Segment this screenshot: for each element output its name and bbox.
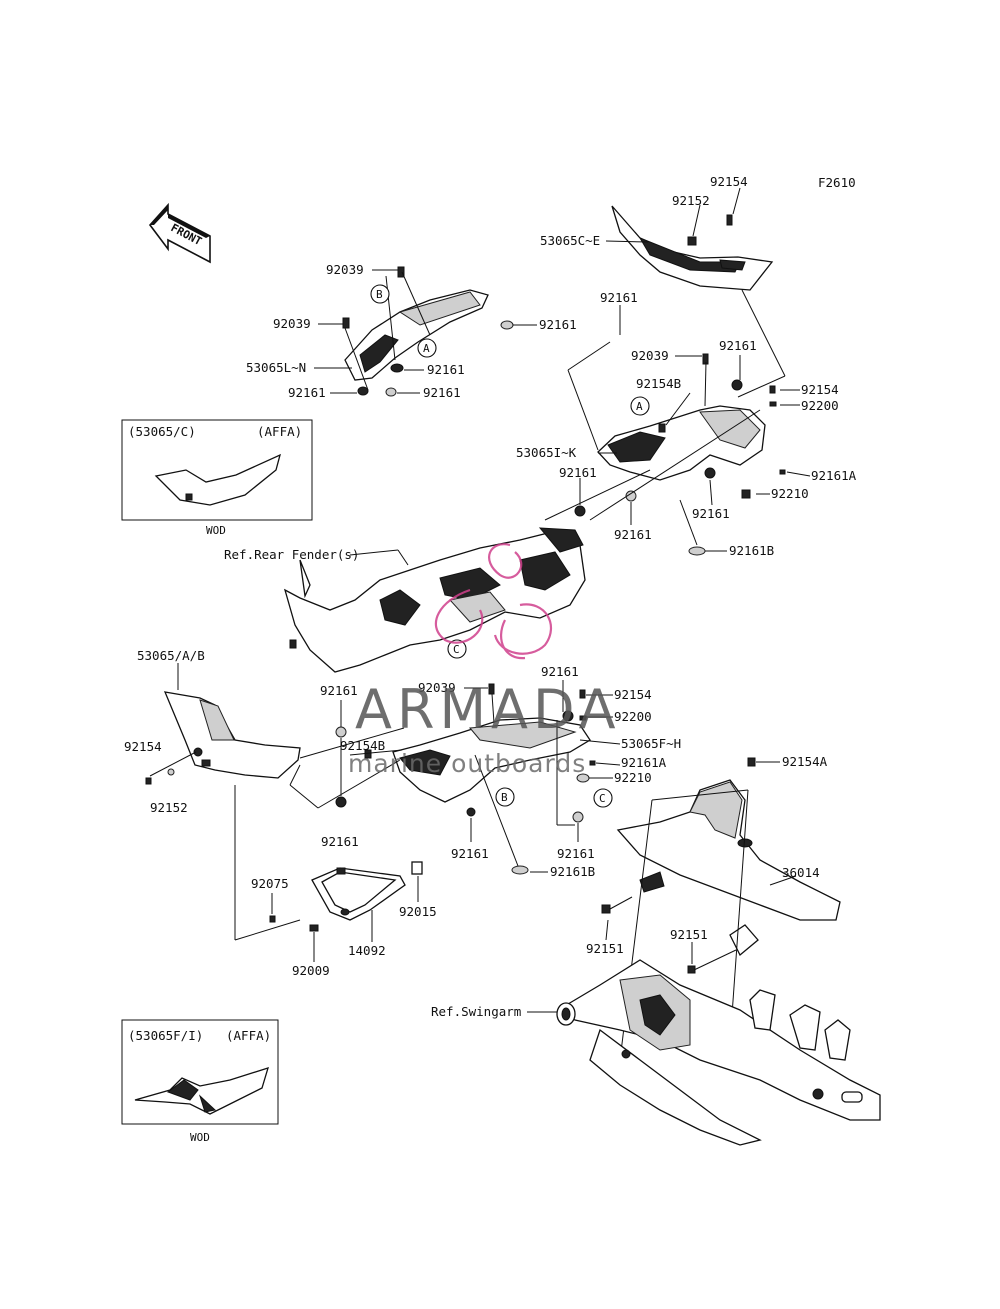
front-arrow-icon: FRONT (148, 202, 211, 264)
label-92161b-a: 92161B (729, 543, 774, 558)
callout-b-2-text: B (501, 791, 508, 804)
label-36014: 36014 (782, 865, 820, 880)
label-92161a-a: 92161A (811, 468, 857, 483)
swingarm (556, 959, 881, 1146)
label-92161-n: 92161 (557, 846, 595, 861)
side-cover-lower-left (145, 691, 301, 785)
label-92161-i: 92161 (614, 527, 652, 542)
label-92161b-b: 92161B (550, 864, 595, 879)
label-rear-fender: Ref.Rear Fender(s) (224, 547, 359, 562)
label-92154-r1: 92154 (801, 382, 839, 397)
watermark-subtitle: marine outboards (348, 749, 586, 778)
label-92161-c: 92161 (423, 385, 461, 400)
label-92200-a: 92200 (801, 398, 839, 413)
label-92161-l: 92161 (321, 834, 359, 849)
label-92210-a: 92210 (771, 486, 809, 501)
label-92154-top: 92154 (710, 174, 748, 189)
inset-top-caption: WOD (206, 524, 226, 537)
inset-top-color: (AFFA) (257, 424, 302, 439)
rear-fender (283, 527, 586, 673)
watermark-logo-icon (434, 543, 552, 660)
label-53065c-e: 53065C~E (540, 233, 600, 248)
label-92161a-b: 92161A (621, 755, 667, 770)
cover-14092 (269, 861, 423, 932)
label-92152-top: 92152 (672, 193, 710, 208)
callout-c-1-text: C (453, 643, 460, 656)
label-53065-a-b: 53065/A/B (137, 648, 205, 663)
label-92161-e: 92161 (600, 290, 638, 305)
label-92161-g: 92161 (559, 465, 597, 480)
label-53065f-h: 53065F~H (621, 736, 681, 751)
label-92161-d: 92161 (539, 317, 577, 332)
callout-c-2-text: C (599, 792, 606, 805)
callout-a-1 (417, 338, 437, 358)
label-14092: 14092 (348, 943, 386, 958)
inset-top-cover (154, 453, 281, 506)
label-92161-f: 92161 (719, 338, 757, 353)
label-92039-b: 92039 (273, 316, 311, 331)
side-cover-upper-left (342, 266, 514, 397)
label-92015: 92015 (399, 904, 437, 919)
inset-bottom-code: (53065F/I) (128, 1028, 203, 1043)
inset-bottom-caption: WOD (190, 1131, 210, 1144)
label-92075: 92075 (251, 876, 289, 891)
callout-a-2 (630, 396, 650, 416)
label-92151-a: 92151 (586, 941, 624, 956)
label-92039-d: 92039 (418, 680, 456, 695)
label-92161-j: 92161 (541, 664, 579, 679)
label-53065i-k: 53065I~K (516, 445, 577, 460)
label-92009: 92009 (292, 963, 330, 978)
label-53065l-n: 53065L~N (246, 360, 306, 375)
label-92154a: 92154A (782, 754, 828, 769)
label-92154b-a: 92154B (636, 376, 681, 391)
watermark: ARMADA marine outboards (348, 543, 621, 778)
callout-b-1 (370, 284, 390, 304)
callout-c-1 (447, 639, 467, 659)
label-92154-left: 92154 (124, 739, 162, 754)
label-92151-b: 92151 (670, 927, 708, 942)
callout-a-1-text: A (423, 342, 430, 355)
label-92161-h: 92161 (692, 506, 730, 521)
side-cover-upper-right (611, 205, 774, 291)
label-92210-b: 92210 (614, 770, 652, 785)
label-92039-c: 92039 (631, 348, 669, 363)
inset-bottom-color: (AFFA) (226, 1028, 271, 1043)
side-cover-lower-middle (335, 683, 596, 875)
callout-a-2-text: A (636, 400, 643, 413)
callout-b-1-text: B (376, 288, 383, 301)
callout-b-2 (495, 787, 515, 807)
label-92200-b: 92200 (614, 709, 652, 724)
figure-code: F2610 (818, 175, 856, 190)
label-92154-r2: 92154 (614, 687, 652, 702)
label-92161-m: 92161 (451, 846, 489, 861)
label-swingarm: Ref.Swingarm (431, 1004, 521, 1019)
inset-bottom-cover (134, 1067, 269, 1115)
label-92161-k: 92161 (320, 683, 358, 698)
callout-c-2 (593, 788, 613, 808)
label-92161-b: 92161 (288, 385, 326, 400)
label-92039-a: 92039 (326, 262, 364, 277)
label-92161-a: 92161 (427, 362, 465, 377)
inset-top-code: (53065/C) (128, 424, 196, 439)
label-92154b-b: 92154B (340, 738, 385, 753)
label-92152-left: 92152 (150, 800, 188, 815)
watermark-title: ARMADA (355, 678, 621, 741)
